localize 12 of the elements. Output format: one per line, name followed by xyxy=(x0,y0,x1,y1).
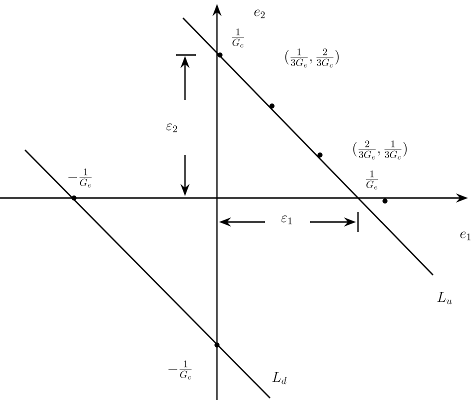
point-label: $(\frac{1}{3G_e},\frac{2}{3G_c})$ xyxy=(285,48,339,68)
dimension-label: $\varepsilon_2$ xyxy=(166,124,178,132)
axis-label: $e_2$ xyxy=(254,10,265,18)
tick-label: $\frac{1}{G_c}$ xyxy=(232,28,244,48)
dimension-label: $\varepsilon_1$ xyxy=(281,216,292,224)
tick-label: $\frac{1}{G_e}$ xyxy=(366,170,378,190)
point-label: $(\frac{2}{3G_e},\frac{1}{3G_c})$ xyxy=(353,140,407,160)
line-label: $L_d$ xyxy=(272,372,286,384)
tick-label: $-\frac{1}{G_e}$ xyxy=(68,168,92,188)
axis-label: $e_1$ xyxy=(460,232,470,240)
line-label: $L_u$ xyxy=(437,292,452,304)
tick-label: $-\frac{1}{G_c}$ xyxy=(168,360,192,380)
